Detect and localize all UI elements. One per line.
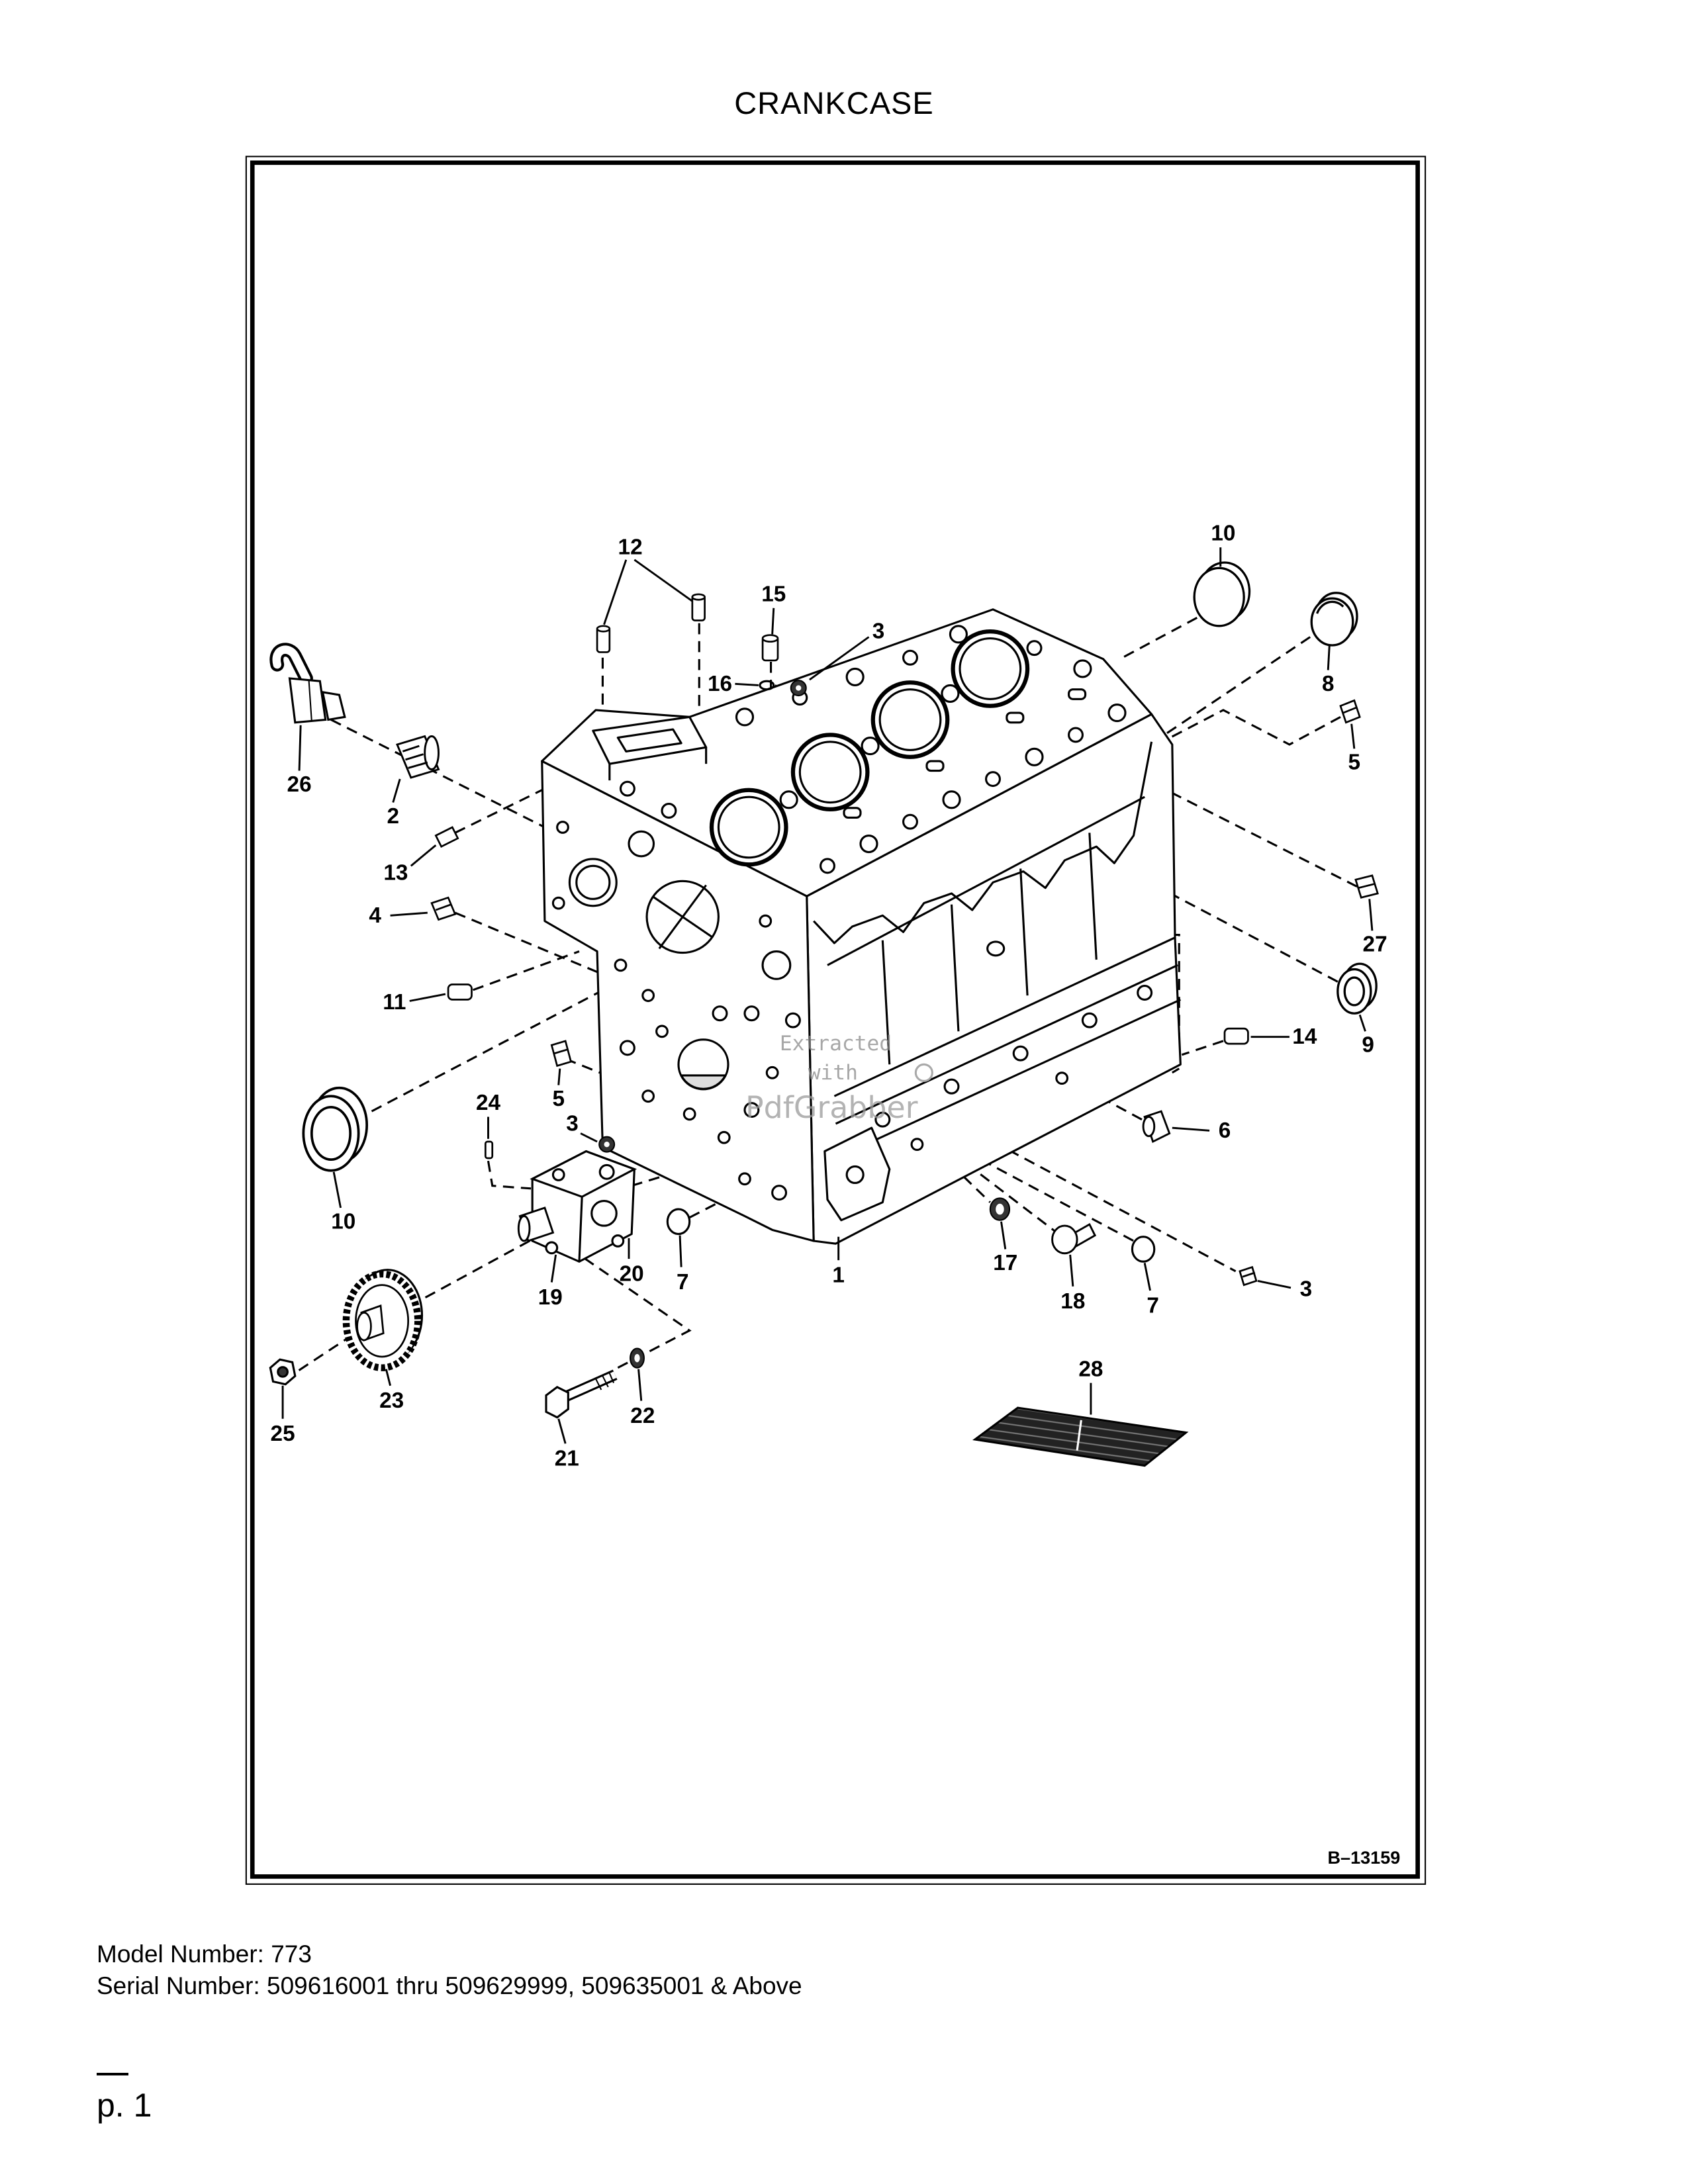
plug-3-top (790, 680, 807, 697)
plug-4 (430, 896, 457, 921)
dowel-15 (761, 634, 779, 662)
dowel-pins (596, 593, 706, 653)
callout-7-right: 7 (1147, 1293, 1159, 1318)
plug-6 (1142, 1110, 1171, 1144)
bolt-21 (545, 1369, 618, 1419)
sealant-strip-28 (972, 1406, 1189, 1467)
pin-11 (447, 983, 473, 1001)
washer-17 (989, 1197, 1011, 1221)
callout-6: 6 (1219, 1118, 1231, 1143)
block-side-details (813, 741, 1181, 1160)
callout-20: 20 (620, 1262, 644, 1287)
callout-3-right: 3 (1300, 1277, 1313, 1301)
plug-5-left (550, 1040, 573, 1068)
callout-24: 24 (476, 1091, 501, 1115)
page-title: CRANKCASE (734, 85, 934, 120)
plug-27 (1354, 874, 1379, 899)
callout-17: 17 (993, 1251, 1017, 1275)
callout-25: 25 (271, 1422, 295, 1446)
callout-15: 15 (761, 582, 786, 606)
pin-14 (1223, 1027, 1249, 1045)
watermark: Extracted with PdfGrabber (745, 1032, 933, 1125)
pump-shaft-19 (517, 1206, 555, 1242)
plug-7-left (666, 1208, 691, 1236)
gear-23 (342, 1269, 424, 1371)
boss-hole (845, 1165, 865, 1185)
nut-25 (269, 1358, 297, 1386)
pin-13 (434, 826, 459, 848)
washer-22 (630, 1347, 645, 1369)
callout-5-left: 5 (552, 1087, 565, 1111)
callout-3-top: 3 (872, 619, 885, 644)
figure-frame (245, 156, 1427, 1885)
callout-4: 4 (369, 903, 381, 928)
model-number: Model Number: 773 (97, 1940, 312, 1968)
callout-8: 8 (1322, 672, 1335, 696)
plug-3-right (1239, 1265, 1258, 1287)
cap-10-top (1193, 561, 1251, 627)
callout-18: 18 (1060, 1289, 1085, 1314)
bolt-18 (1051, 1222, 1097, 1255)
callout-19: 19 (538, 1285, 563, 1310)
callout-23: 23 (379, 1388, 404, 1413)
plug-3-left (598, 1136, 616, 1153)
callout-13: 13 (383, 860, 408, 885)
seal-10-left (302, 1086, 369, 1172)
crankcase-block (541, 608, 1182, 1245)
frame-inner-line (250, 160, 1420, 1879)
callout-14: 14 (1292, 1024, 1317, 1049)
o-ring-16 (759, 680, 775, 691)
elbow-fitting-26 (269, 643, 346, 724)
watermark-line-3: PdfGrabber (745, 1089, 918, 1125)
cylinder-bores (709, 629, 1030, 867)
callout-5-right: 5 (1348, 751, 1361, 775)
callout-leader-lines (281, 547, 1374, 1444)
cap-8 (1310, 592, 1358, 647)
front-face-holes (551, 821, 801, 1201)
plug-5-right (1339, 699, 1361, 724)
strip-centerline (1076, 1420, 1082, 1451)
figure-id-label: B–13159 (1327, 1847, 1400, 1868)
watermark-line-2: with (808, 1061, 858, 1085)
seal-9 (1336, 962, 1378, 1015)
oil-pump-20 (530, 1150, 637, 1263)
fitting-2 (396, 735, 440, 779)
callout-9: 9 (1362, 1033, 1374, 1058)
deck-bolt-holes (619, 625, 1127, 874)
callout-26: 26 (287, 772, 312, 797)
callout-10-left: 10 (331, 1209, 355, 1234)
page-number: p. 1 (97, 2087, 152, 2124)
callout-12: 12 (618, 535, 643, 560)
key-24 (484, 1140, 494, 1160)
callout-1: 1 (832, 1263, 845, 1288)
callout-2: 2 (387, 804, 399, 829)
callout-7-left: 7 (677, 1270, 689, 1295)
watermark-line-1: Extracted (780, 1032, 892, 1056)
callout-labels: 12 15 3 16 10 8 5 26 2 13 4 27 11 14 9 5… (271, 522, 1387, 1471)
page-number-rule (97, 2073, 128, 2075)
deck-raised-box (592, 715, 708, 781)
watermark-logo-icon (914, 1063, 933, 1082)
callout-22: 22 (630, 1404, 655, 1428)
callout-16: 16 (708, 672, 732, 696)
callout-10-top: 10 (1211, 522, 1235, 546)
callout-21: 21 (555, 1447, 579, 1471)
callout-28: 28 (1078, 1357, 1103, 1381)
serial-number: Serial Number: 509616001 thru 509629999,… (97, 1972, 802, 1999)
callout-11: 11 (383, 990, 406, 1015)
plug-7-right (1131, 1236, 1156, 1263)
frame-outer-line (245, 156, 1427, 1885)
callout-27: 27 (1363, 933, 1387, 957)
callout-3-left: 3 (566, 1111, 579, 1136)
